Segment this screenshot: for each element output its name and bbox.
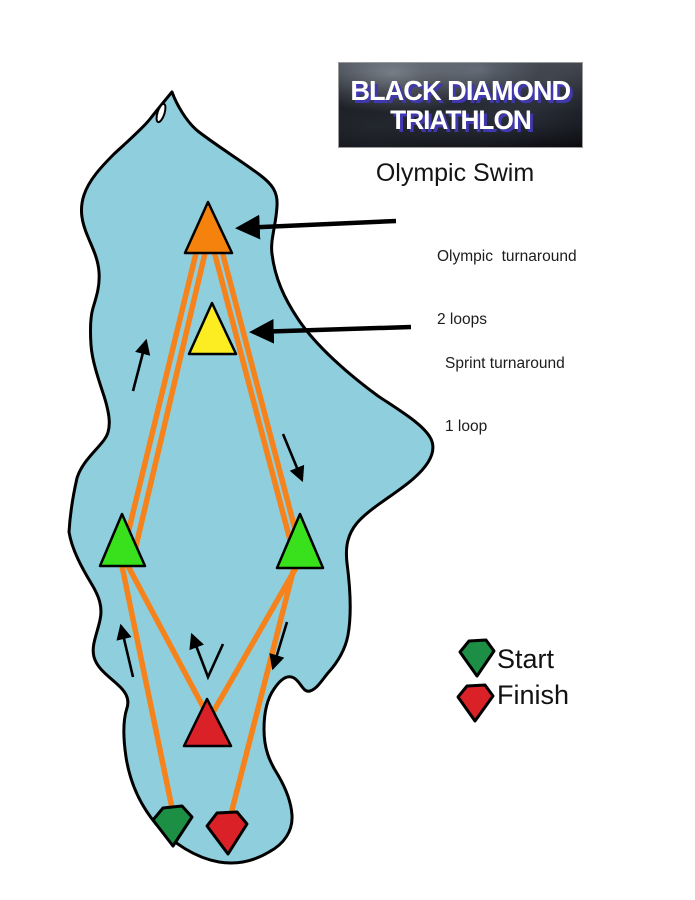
course-line-left-loop2 (129, 248, 209, 564)
olympic-note-line2: 2 loops (437, 311, 487, 328)
legend-start-label: Start (497, 644, 555, 674)
course-line-left-loop1 (118, 248, 200, 563)
course-lines (118, 248, 304, 815)
finish-marker-kite (205, 810, 249, 856)
course-line-left-to-south (125, 564, 211, 718)
start-marker-kite (151, 804, 194, 848)
start-legend-icon (458, 638, 496, 678)
sprint-turnaround-buoy (187, 301, 238, 356)
mid-buoy-right (275, 512, 325, 570)
lake-shape (67, 90, 435, 865)
course-line-right-loop1 (211, 250, 298, 560)
island-sliver (155, 102, 167, 124)
down-arrow-southbound (281, 433, 305, 483)
page-title: Olympic Swim (375, 159, 535, 187)
event-logo: BLACK DIAMOND TRIATHLON (338, 62, 583, 148)
annotation-arrows (235, 214, 412, 344)
buoys (98, 200, 325, 748)
direction-arrows (116, 338, 305, 681)
turn-arrow-south-buoy (189, 632, 225, 681)
finish-legend-icon (456, 683, 495, 723)
sprint-note-line1: Sprint turnaround (445, 355, 565, 372)
course-line-finish-leg (228, 563, 298, 815)
sprint-note-line2: 1 loop (445, 418, 488, 435)
mid-buoy-left (98, 512, 147, 568)
down-arrow-lower-right (269, 621, 289, 671)
olympic-turnaround-arrow (235, 214, 397, 240)
olympic-turnaround-note: Olympic turnaround 2 loops (437, 204, 627, 372)
logo-title-line2: TRIATHLON (390, 104, 532, 135)
course-line-right-to-south (209, 564, 300, 716)
olympic-turnaround-buoy (183, 200, 234, 255)
logo-title-line1: BLACK DIAMOND (350, 74, 572, 106)
up-arrow-northbound (131, 338, 151, 392)
legend-icons (456, 638, 496, 723)
start-finish-markers (151, 804, 249, 856)
sprint-turnaround-note: Sprint turnaround 1 loop (445, 311, 635, 479)
olympic-note-line1: Olympic turnaround (437, 248, 577, 265)
course-line-start-leg (119, 565, 175, 809)
course-line-right-loop2 (219, 250, 304, 553)
up-arrow-lower-left (116, 623, 135, 678)
legend-finish-label: Finish (497, 680, 570, 710)
south-turn-buoy (182, 697, 233, 748)
sprint-turnaround-arrow (249, 319, 412, 344)
